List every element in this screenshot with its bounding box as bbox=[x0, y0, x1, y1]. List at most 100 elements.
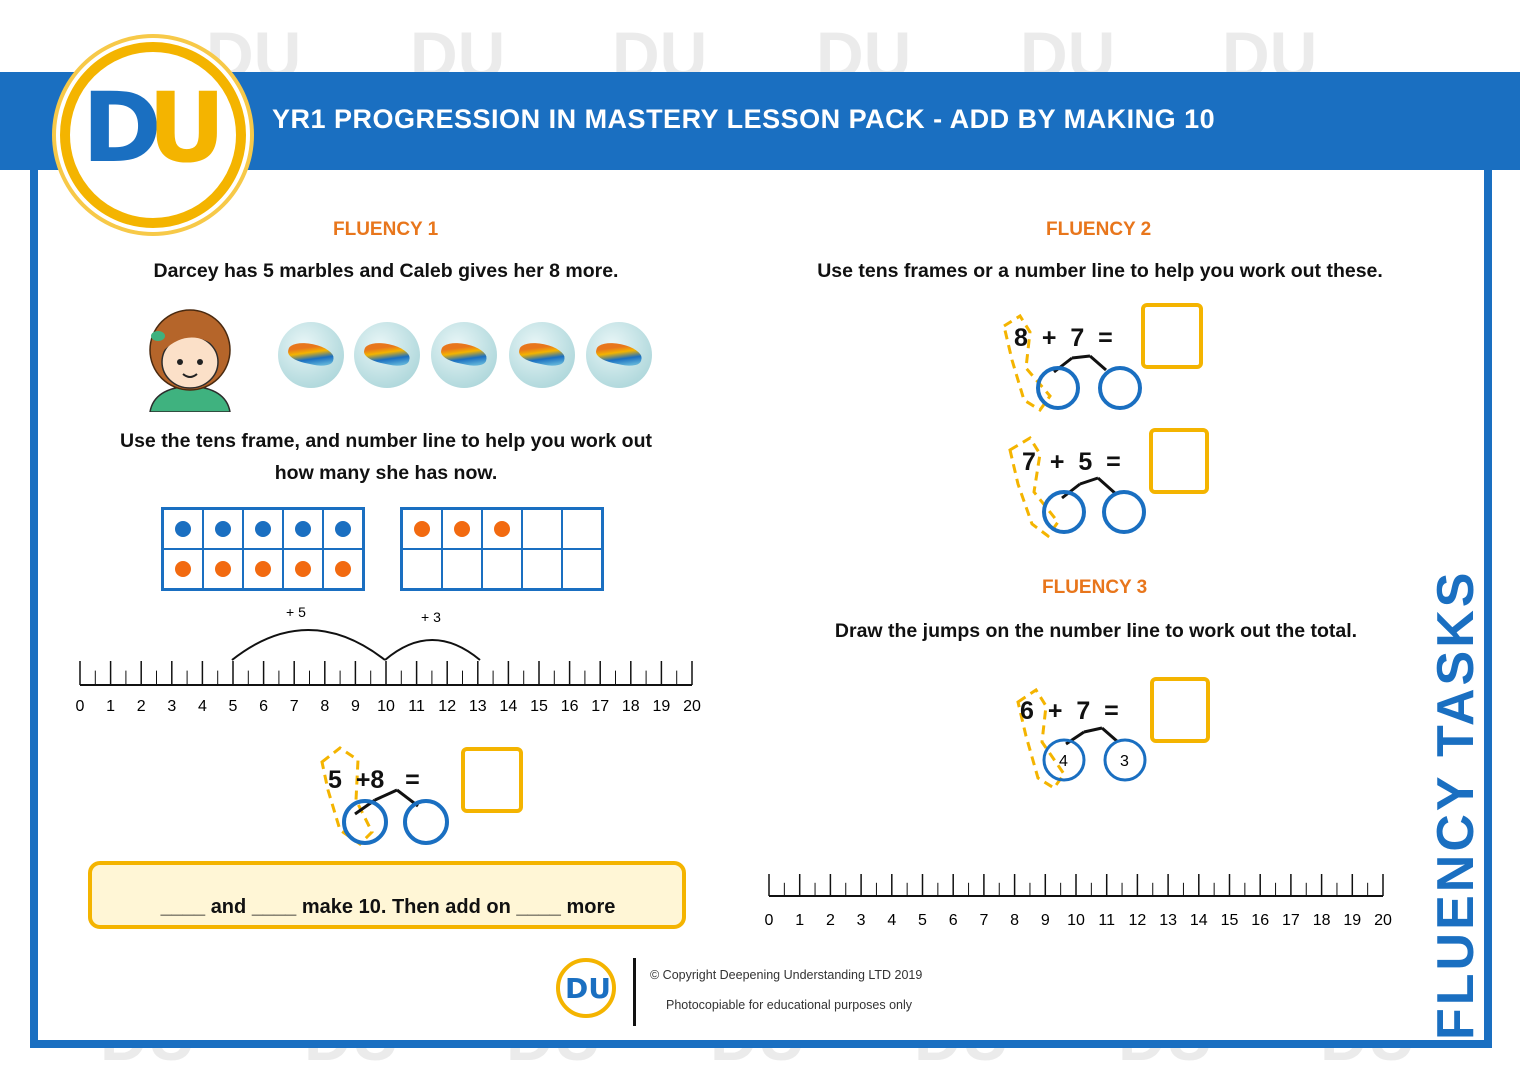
marble bbox=[586, 322, 652, 388]
number-line-label: 9 bbox=[351, 698, 360, 715]
du-logo-letters: DU bbox=[82, 78, 226, 178]
jump-label: + 5 bbox=[286, 604, 306, 620]
girl-character-icon bbox=[149, 309, 231, 412]
sentence-strip bbox=[88, 861, 686, 929]
number-line-label: 7 bbox=[290, 698, 299, 715]
fluency-1-heading: FLUENCY 1 bbox=[333, 219, 439, 240]
answer-box[interactable] bbox=[1149, 428, 1209, 494]
part-whole-diagram bbox=[1002, 313, 1142, 413]
number-line-label: 2 bbox=[137, 698, 146, 715]
tens-frame-cell bbox=[522, 509, 562, 549]
number-line-label: 2 bbox=[826, 912, 835, 929]
logo-letter-u: U bbox=[147, 72, 226, 184]
addend-a: 5 bbox=[328, 766, 342, 794]
part-circle bbox=[342, 799, 388, 845]
number-line-label: 19 bbox=[1343, 912, 1361, 929]
tens-frame-cell bbox=[562, 549, 602, 589]
tens-frame-cell bbox=[522, 549, 562, 589]
part-circle bbox=[1098, 366, 1142, 410]
header-band bbox=[0, 72, 1520, 170]
part-value: 4 bbox=[1059, 753, 1068, 770]
marble bbox=[354, 322, 420, 388]
marble bbox=[278, 322, 344, 388]
part-whole-diagram bbox=[1008, 435, 1146, 539]
number-line-label: 1 bbox=[106, 698, 115, 715]
marble bbox=[431, 322, 497, 388]
equals-sign: = bbox=[1104, 697, 1119, 725]
number-line-label: 8 bbox=[1010, 912, 1019, 929]
part-circle bbox=[1102, 490, 1146, 534]
part-circle bbox=[1042, 738, 1086, 782]
word-more: more bbox=[566, 896, 616, 918]
number-line-label: 11 bbox=[408, 698, 425, 715]
blank[interactable]: ____ bbox=[160, 896, 206, 918]
equation-5-plus-8: 5 +8 = bbox=[328, 766, 420, 795]
number-line-label: 17 bbox=[1282, 912, 1300, 929]
plus-sign: + bbox=[1041, 324, 1057, 352]
tens-frame-cell bbox=[203, 509, 243, 549]
number-line-label: 0 bbox=[76, 698, 85, 715]
page-title: YR1 PROGRESSION IN MASTERY LESSON PACK -… bbox=[272, 104, 1216, 134]
number-line-label: 19 bbox=[653, 698, 671, 715]
number-line-label: 4 bbox=[887, 912, 896, 929]
number-line-label: 11 bbox=[1098, 912, 1115, 929]
logo-letter-d: D bbox=[82, 72, 162, 184]
number-line-label: 18 bbox=[622, 698, 640, 715]
fluency-1-instruction-line-2: how many she has now. bbox=[274, 462, 498, 484]
answer-box[interactable] bbox=[461, 747, 523, 813]
fluency-1-story: Darcey has 5 marbles and Caleb gives her… bbox=[153, 260, 619, 282]
number-line-label: 20 bbox=[683, 698, 701, 715]
tens-frame-cell bbox=[243, 509, 283, 549]
tens-frame-cell bbox=[402, 549, 442, 589]
equation-7-plus-5: 7 + 5 = bbox=[1022, 448, 1121, 477]
number-line-label: 9 bbox=[1041, 912, 1050, 929]
number-line-label: 17 bbox=[591, 698, 609, 715]
number-line-label: 15 bbox=[530, 698, 548, 715]
word-make-ten: make 10. Then add on bbox=[301, 896, 511, 918]
tens-frame-full bbox=[161, 507, 365, 591]
du-logo bbox=[60, 42, 246, 228]
part-circle bbox=[1042, 490, 1086, 534]
number-line-label: 4 bbox=[198, 698, 207, 715]
fluency-2-heading: FLUENCY 2 bbox=[1046, 219, 1152, 240]
addend-a: 8 bbox=[1014, 324, 1028, 352]
footer-divider bbox=[633, 958, 636, 1026]
tens-frame-cell bbox=[442, 549, 482, 589]
tens-frame-cell bbox=[323, 509, 363, 549]
jump-arc bbox=[231, 629, 386, 661]
tens-frame-cell bbox=[283, 549, 323, 589]
answer-box[interactable] bbox=[1141, 303, 1203, 369]
number-line-label: 20 bbox=[1374, 912, 1392, 929]
number-line-label: 12 bbox=[438, 698, 456, 715]
number-line-label: 0 bbox=[765, 912, 774, 929]
tens-frame-cell bbox=[562, 509, 602, 549]
number-line-label: 5 bbox=[918, 912, 927, 929]
addend-a: 6 bbox=[1020, 697, 1034, 725]
fluency-3-heading: FLUENCY 3 bbox=[1042, 577, 1148, 598]
part-whole-diagram bbox=[320, 746, 449, 846]
answer-box[interactable] bbox=[1150, 677, 1210, 743]
addend-b: 5 bbox=[1078, 448, 1093, 476]
equals-sign: = bbox=[405, 766, 420, 794]
part-whole-diagram: 4 3 bbox=[1016, 687, 1147, 791]
equals-sign: = bbox=[1098, 324, 1113, 352]
part-circle bbox=[403, 799, 449, 845]
word-and: and bbox=[210, 896, 247, 918]
equation-8-plus-7: 8 + 7 = bbox=[1014, 324, 1113, 353]
plus-sign: + bbox=[1047, 697, 1063, 725]
blank[interactable]: ____ bbox=[516, 896, 561, 918]
number-line-label: 8 bbox=[320, 698, 329, 715]
number-line-label: 18 bbox=[1313, 912, 1331, 929]
blank[interactable]: ____ bbox=[251, 896, 297, 918]
footer-copyright: © Copyright Deepening Understanding LTD … bbox=[650, 968, 923, 982]
plus-sign: + bbox=[355, 766, 371, 794]
jump-label: + 3 bbox=[421, 609, 441, 625]
number-line-label: 13 bbox=[1159, 912, 1177, 929]
tens-frame-cell bbox=[163, 509, 203, 549]
tens-frame-cell bbox=[323, 549, 363, 589]
number-line-label: 13 bbox=[469, 698, 487, 715]
part-circle bbox=[1036, 366, 1080, 410]
